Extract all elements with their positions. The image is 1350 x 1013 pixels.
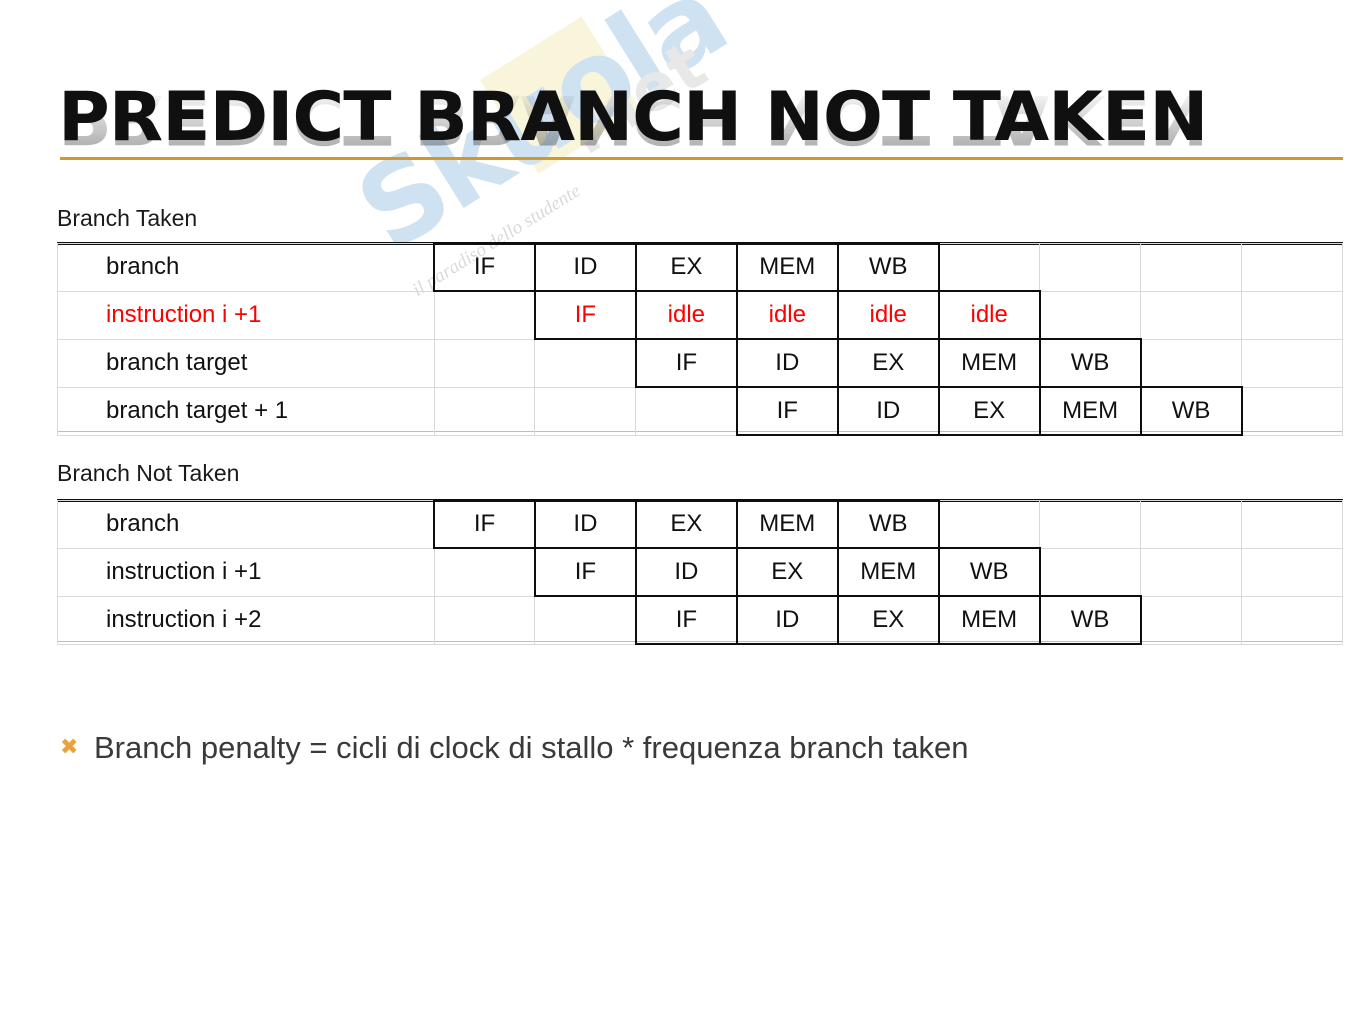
pipeline-empty-cell [433,338,536,388]
instruction-label: instruction i +2 [57,595,435,645]
pipeline-stage-cell: EX [634,242,738,292]
pipeline-empty-cell [433,595,536,645]
section-label-branch-not-taken: Branch Not Taken [57,460,240,486]
pipeline-empty-cell [635,386,738,436]
pipeline-stage-cell: WB [1038,338,1142,388]
pipeline-stage-cell: EX [836,338,940,388]
pipeline-empty-cell [1140,499,1243,549]
bullet-text: Branch penalty = cicli di clock di stall… [94,730,969,765]
pipeline-empty-cell [1039,547,1142,597]
pipeline-stage-cell: ID [634,547,738,597]
title-block: PREDICT BRANCH NOT TAKEN PREDICT BRANCH … [0,79,1350,200]
pipeline-stage-cell: idle [937,290,1041,340]
section-label-branch-taken: Branch Taken [57,205,198,231]
pipeline-stage-cell: IF [433,242,536,292]
page-title-reflection: PREDICT BRANCH NOT TAKEN [58,79,1208,158]
pipeline-empty-cell [1241,338,1343,388]
pipeline-empty-cell [1241,499,1343,549]
pipeline-stage-cell: ID [533,242,637,292]
pipeline-empty-cell [1140,547,1243,597]
pipeline-stage-cell: MEM [1038,386,1142,436]
pipeline-empty-cell [534,595,637,645]
pipeline-stage-cell: WB [836,242,940,292]
pipeline-stage-cell: MEM [937,338,1041,388]
pipeline-empty-cell [534,386,637,436]
pipeline-stage-cell: IF [433,499,536,549]
pipeline-stage-cell: IF [634,595,738,645]
pipeline-stage-cell: MEM [937,595,1041,645]
pipeline-stage-cell: MEM [836,547,940,597]
pipeline-stage-cell: WB [1038,595,1142,645]
pipeline-empty-cell [1039,499,1142,549]
pipeline-stage-cell: EX [634,499,738,549]
instruction-label: branch target [57,338,435,388]
pipeline-empty-cell [1039,290,1142,340]
pipeline-empty-cell [1241,242,1343,292]
pipeline-stage-cell: EX [836,595,940,645]
pipeline-stage-cell: MEM [735,499,839,549]
pipeline-stage-cell: EX [735,547,839,597]
instruction-label: instruction i +1 [57,290,435,340]
pipeline-stage-cell: EX [937,386,1041,436]
pipeline-empty-cell [1241,547,1343,597]
pipeline-stage-cell: WB [937,547,1041,597]
pipeline-stage-cell: idle [634,290,738,340]
pipeline-empty-cell [1140,290,1243,340]
pipeline-empty-cell [938,499,1041,549]
pipeline-stage-cell: IF [533,547,637,597]
pipeline-stage-cell: IF [735,386,839,436]
pipeline-stage-cell: idle [836,290,940,340]
pipeline-empty-cell [1241,595,1343,645]
pipeline-empty-cell [938,242,1041,292]
pipeline-stage-cell: IF [634,338,738,388]
pipeline-empty-cell [1241,386,1343,436]
instruction-label: branch [57,499,435,549]
pipeline-empty-cell [1039,242,1142,292]
pipeline-stage-cell: ID [533,499,637,549]
pipeline-empty-cell [433,547,536,597]
pipeline-empty-cell [1140,242,1243,292]
pipeline-empty-cell [1241,290,1343,340]
pipeline-empty-cell [433,386,536,436]
pipeline-stage-cell: IF [533,290,637,340]
pipeline-stage-cell: ID [735,595,839,645]
pipeline-stage-cell: ID [735,338,839,388]
title-underline-rule [60,157,1343,160]
pipeline-stage-cell: WB [1139,386,1243,436]
instruction-label: branch [57,242,435,292]
pipeline-stage-cell: ID [836,386,940,436]
pipeline-empty-cell [1140,595,1243,645]
pipeline-stage-cell: idle [735,290,839,340]
bullet-x-icon: ✖ [60,735,79,760]
pipeline-empty-cell [534,338,637,388]
branch-penalty-bullet: ✖ Branch penalty = cicli di clock di sta… [60,728,969,768]
pipeline-stage-cell: WB [836,499,940,549]
instruction-label: branch target + 1 [57,386,435,436]
pipeline-empty-cell [433,290,536,340]
pipeline-stage-cell: MEM [735,242,839,292]
instruction-label: instruction i +1 [57,547,435,597]
pipeline-empty-cell [1140,338,1243,388]
